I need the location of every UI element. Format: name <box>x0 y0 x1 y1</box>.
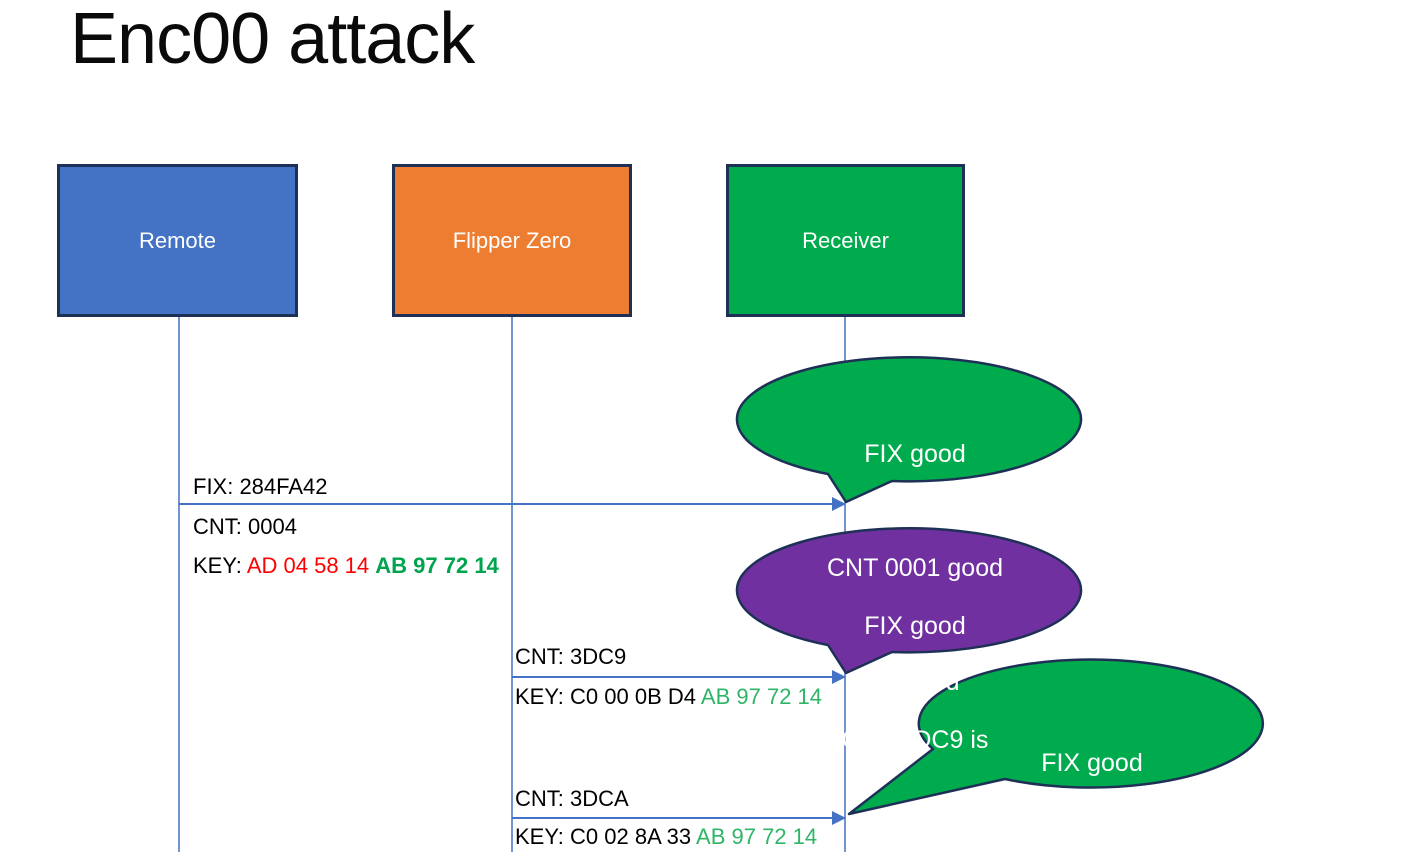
actor-label-flipper-zero: Flipper Zero <box>452 227 572 253</box>
message-2-key-label: KEY: <box>515 684 571 709</box>
actor-box-receiver: Receiver <box>726 164 965 317</box>
message-3-cnt: CNT: 3DCA <box>515 786 629 811</box>
callout-1-line-3: “Opened” <box>862 668 968 696</box>
message-1-cnt: CNT: 0004 <box>193 514 297 539</box>
callout-3-line-1: FIX good <box>1041 749 1143 777</box>
actor-box-flipper-zero: Flipper Zero <box>392 164 632 317</box>
message-3-key-label: KEY: <box>515 824 571 849</box>
message-3-key: KEY: C0 02 8A 33 AB 97 72 14 <box>515 824 817 850</box>
slide-title: Enc00 attack <box>70 0 475 79</box>
callout-text-green-1: FIX good CNT 0001 good “Opened” <box>743 359 1087 777</box>
callout-2-line-1: FIX good <box>864 612 966 640</box>
message-1-fix: FIX: 284FA42 <box>193 474 328 499</box>
actor-label-remote: Remote <box>138 227 217 253</box>
message-2-key-green-bytes: AB 97 72 14 <box>700 684 823 709</box>
message-2-key-black-bytes: C0 00 0B D4 <box>570 684 701 709</box>
callout-bubble-green-1 <box>735 356 1083 504</box>
callout-1-line-1: FIX good <box>864 440 966 468</box>
message-1-key-label: KEY: <box>193 553 247 578</box>
callout-text-green-2: FIX good CNT is 3DCA “Opened” <box>920 668 1264 859</box>
message-3-key-green-bytes: AB 97 72 14 <box>696 824 818 849</box>
message-2-key: KEY: C0 00 0B D4 AB 97 72 14 <box>515 684 822 710</box>
message-arrowhead-1 <box>832 497 846 511</box>
message-arrowhead-2 <box>832 670 846 684</box>
message-1-key-red-bytes: AD 04 58 14 <box>246 553 376 578</box>
callout-bubble-purple <box>735 527 1083 675</box>
message-1-key-green-bytes: AB 97 72 14 <box>375 553 499 578</box>
message-1-key: KEY: AD 04 58 14 AB 97 72 14 <box>193 553 499 579</box>
message-arrowhead-3 <box>832 811 846 825</box>
callout-2-line-2: CNT 3DC9 is <box>841 726 989 754</box>
actor-box-remote: Remote <box>57 164 298 317</box>
actor-label-receiver: Receiver <box>802 227 889 253</box>
callout-1-line-2: CNT 0001 good <box>826 554 1004 582</box>
callout-2-line-3: future code <box>852 840 978 859</box>
message-2-cnt: CNT: 3DC9 <box>515 644 627 669</box>
callout-bubble-green-2 <box>847 658 1265 816</box>
message-3-key-black-bytes: C0 02 8A 33 <box>570 824 697 849</box>
callout-text-purple: FIX good CNT 3DC9 is future code <box>743 531 1087 859</box>
